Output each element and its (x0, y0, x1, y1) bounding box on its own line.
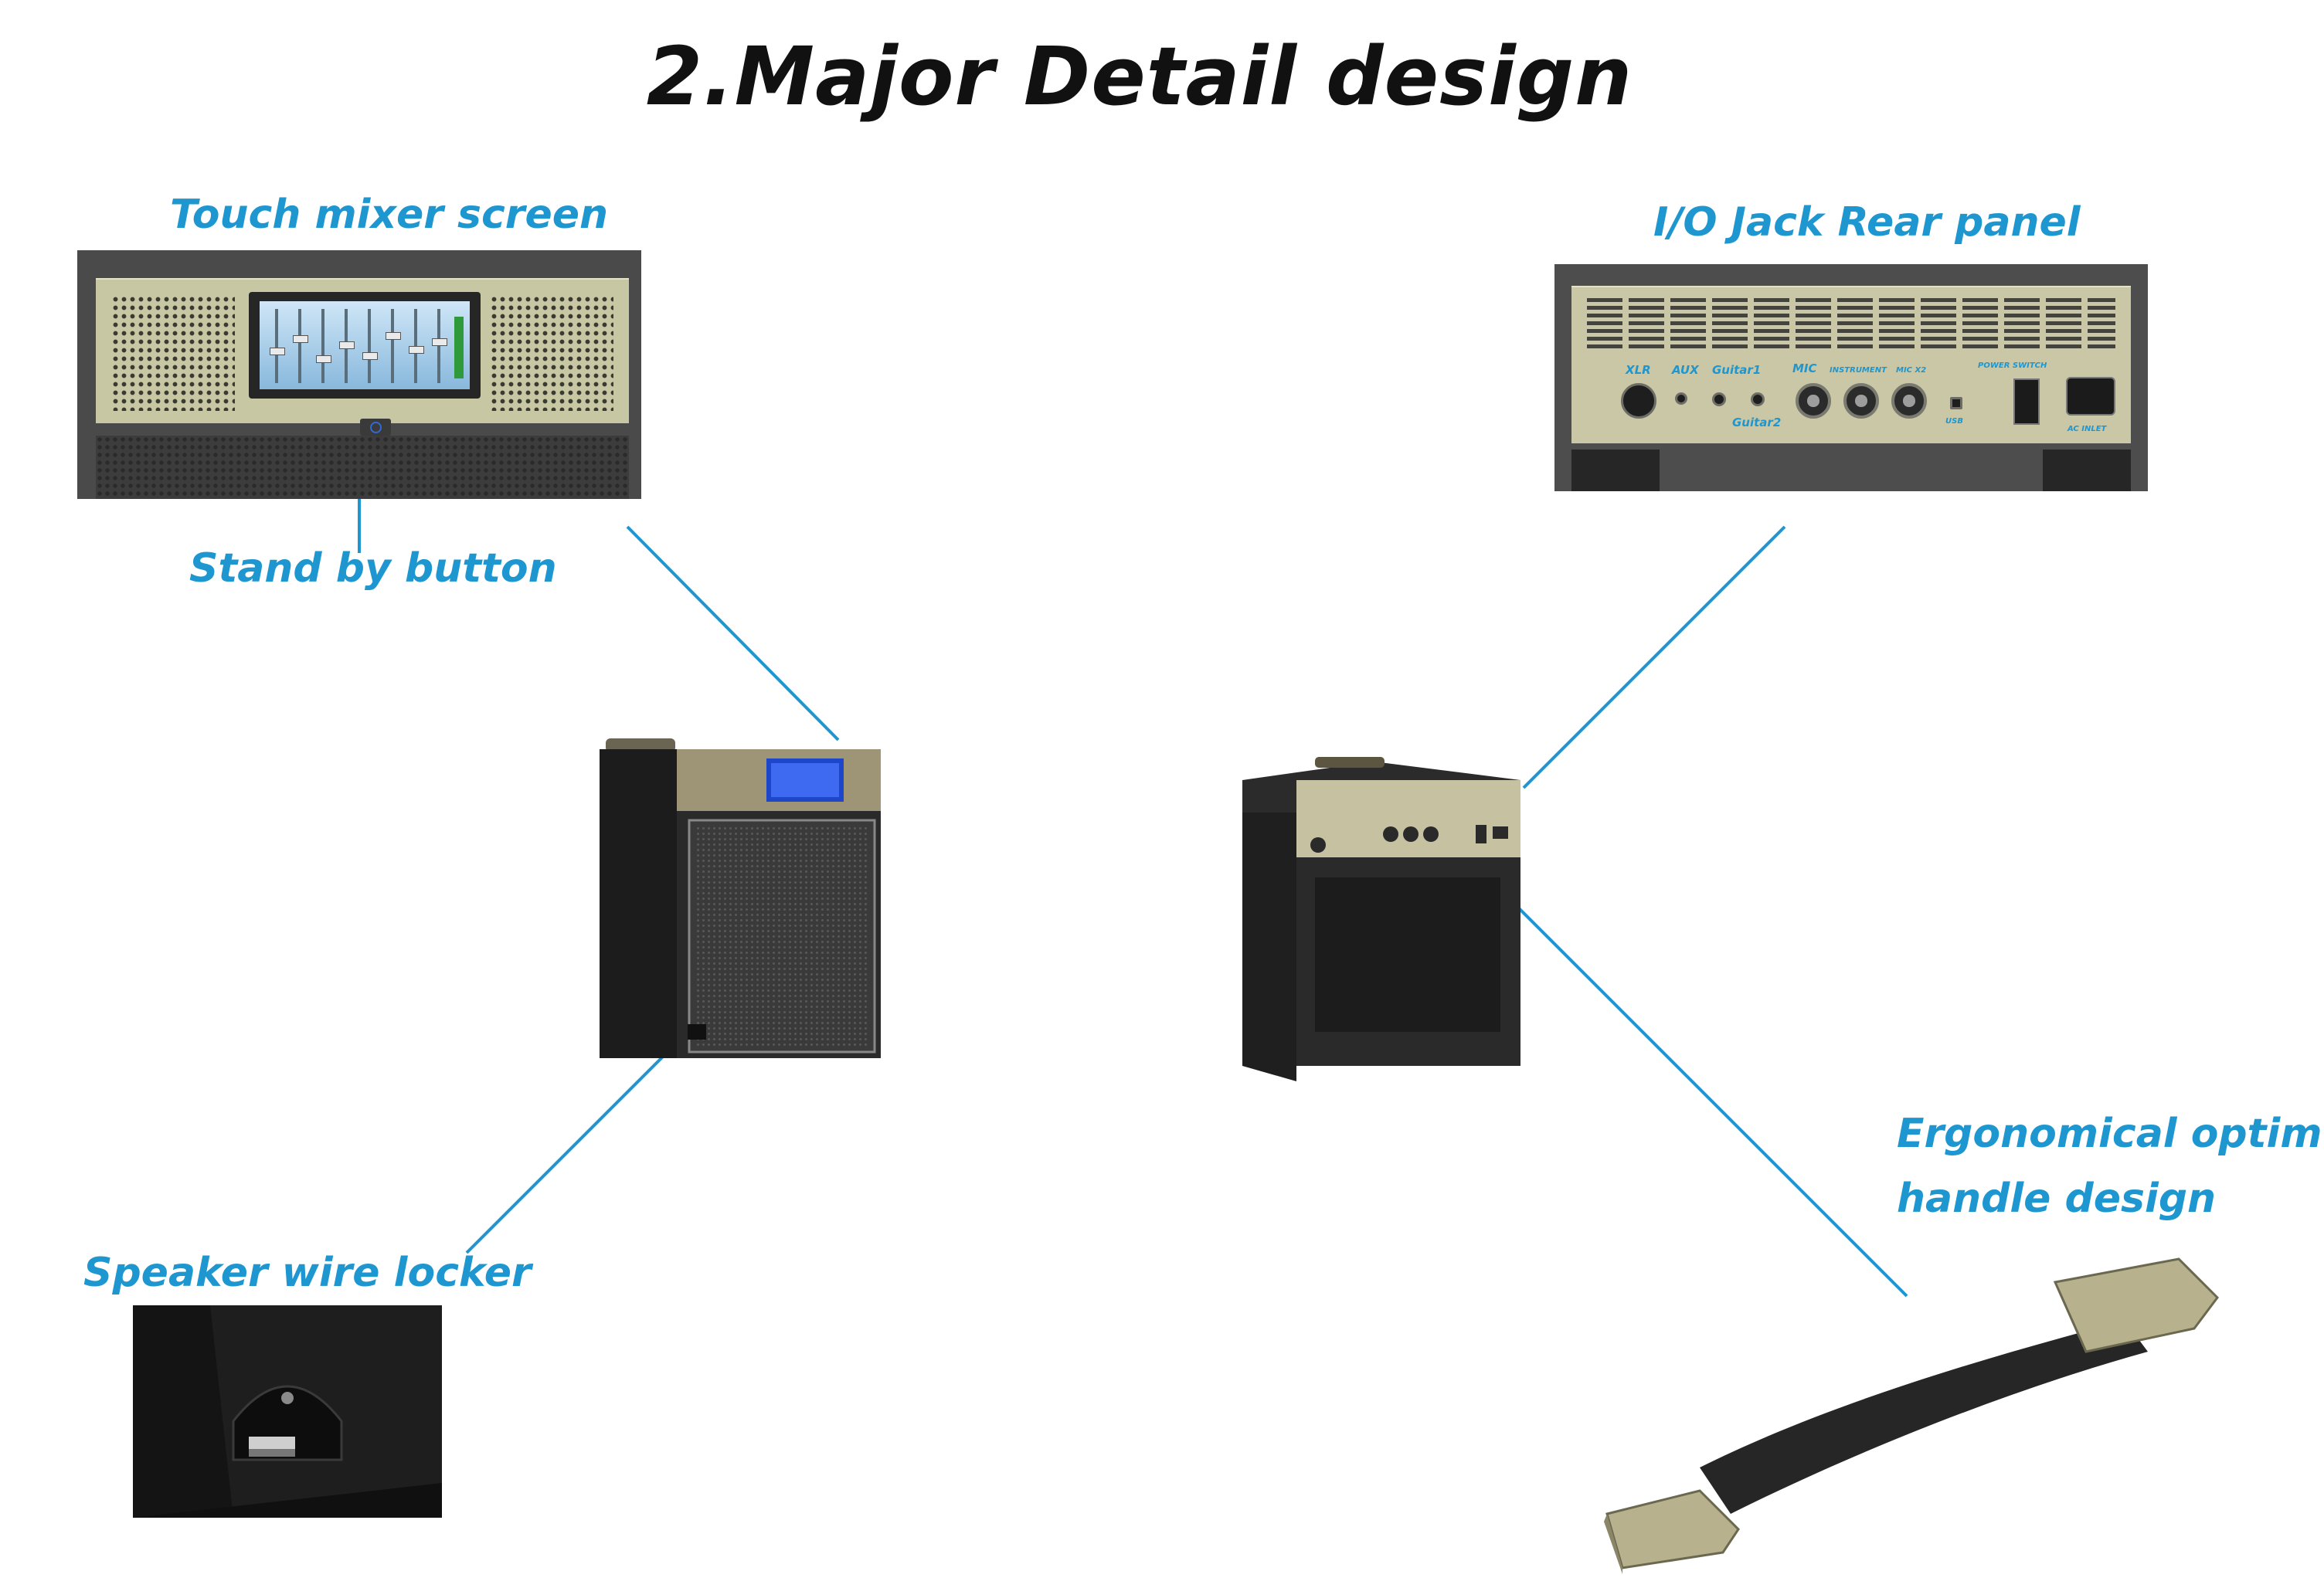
rear-foot-right (2043, 450, 2131, 491)
rear-vents (1587, 298, 2115, 352)
speaker-wire-caption: Speaker wire locker (83, 1250, 532, 1296)
guitar2-jack (1751, 392, 1765, 406)
left-grill (111, 295, 235, 411)
right-grill (490, 295, 613, 411)
mic-xlr-2 (1843, 383, 1879, 419)
wire-locker-image (133, 1305, 442, 1518)
io-panel-image: XLR AUX Guitar1 Guitar2 MIC INSTRUMENT M… (1554, 264, 2148, 491)
front-speaker-image (479, 734, 935, 1120)
mixer-display (260, 301, 470, 389)
touch-mixer-caption: Touch mixer screen (170, 192, 608, 238)
io-leader-line (1522, 525, 1786, 789)
rear-speaker-image (1219, 741, 1536, 1104)
touch-screen (249, 292, 481, 399)
mic-xlr-3 (1891, 383, 1927, 419)
aux-jack (1675, 392, 1687, 405)
usb-label: USB (1945, 417, 1963, 426)
instrument-label: INSTRUMENT (1830, 366, 1887, 375)
guitar1-jack (1712, 392, 1726, 406)
standby-power-icon (360, 419, 391, 436)
io-panel-caption: I/O Jack Rear panel (1653, 199, 2081, 246)
mixer-leader-line (626, 525, 840, 741)
guitar1-label: Guitar1 (1712, 363, 1762, 377)
io-plate: XLR AUX Guitar1 Guitar2 MIC INSTRUMENT M… (1571, 286, 2131, 443)
power-switch-label: POWER SWITCH (1978, 361, 2047, 370)
mic-label: MIC (1792, 361, 1817, 375)
handle-image (1592, 1236, 2225, 1576)
page-title: 2.Major Detail design (646, 29, 1633, 124)
guitar2-label: Guitar2 (1732, 416, 1782, 429)
mic-xlr-1 (1796, 383, 1831, 419)
ac-inlet-label: AC INLET (2067, 425, 2107, 433)
handle-caption-line1: Ergonomical optimum (1897, 1111, 2324, 1157)
ac-inlet-socket (2066, 377, 2115, 416)
mixer-top-plate (96, 278, 629, 436)
usb-port (1950, 397, 1962, 409)
power-switch (2013, 378, 2040, 425)
wire-locker-leader-line (465, 1047, 672, 1254)
mic-x2-label: MIC X2 (1896, 366, 1927, 375)
handle-caption-line2: handle design (1897, 1176, 2217, 1222)
touch-mixer-image (77, 250, 641, 499)
standby-button-caption: Stand by button (189, 545, 557, 592)
xlr-label: XLR (1626, 363, 1651, 377)
front-grill-strip (96, 436, 629, 499)
rear-foot-left (1571, 450, 1660, 491)
xlr-jack (1621, 383, 1656, 419)
aux-label: AUX (1672, 363, 1699, 377)
